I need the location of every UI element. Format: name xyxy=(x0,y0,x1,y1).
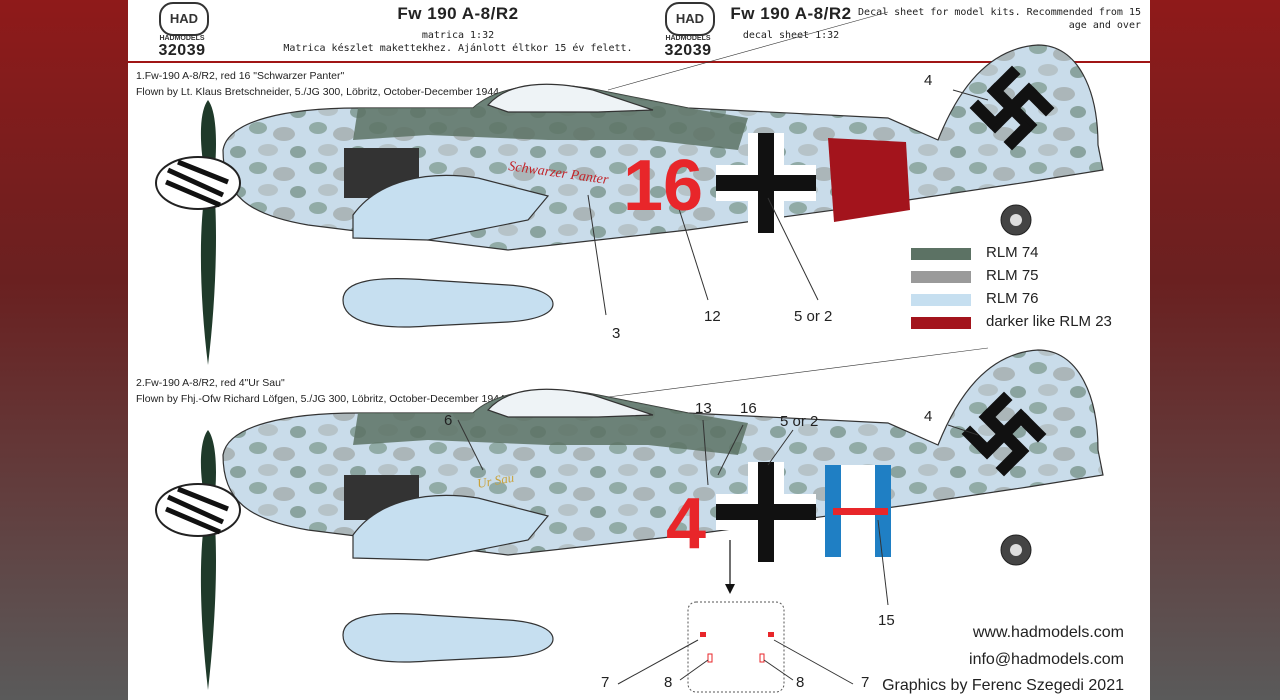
graphics-credit: Graphics by Ferenc Szegedi 2021 xyxy=(882,677,1124,694)
profile-2-pilot: Flown by Fhj.-Ofw Richard Löfgen, 5./JG … xyxy=(136,393,508,405)
header-english: Fw 190 A-8/R2 decal sheet 1:32 xyxy=(726,4,856,42)
nose-art-2: Ur Sau xyxy=(476,470,516,491)
stencil-detail-box xyxy=(687,601,785,693)
callout-8-left: 8 xyxy=(664,674,673,691)
upper-camo-2 xyxy=(353,390,748,455)
profile-2-caption: 2.Fw-190 A-8/R2, red 4"Ur Sau" Flown by … xyxy=(136,375,508,407)
legend-rlm76: RLM 76 xyxy=(911,290,1131,310)
callout-15-profile-2: 15 xyxy=(878,612,895,629)
profile-1-caption: 1.Fw-190 A-8/R2, red 16 "Schwarzer Pante… xyxy=(136,68,502,100)
wing-2 xyxy=(352,494,550,561)
fuselage-number-2: 4 xyxy=(666,484,706,564)
callout-4-profile-1: 4 xyxy=(924,72,933,89)
tail-swastika-2 xyxy=(961,391,1047,477)
legend-label: RLM 76 xyxy=(986,290,1039,307)
header-hungarian: Fw 190 A-8/R2 matrica 1:32 Matrica készl… xyxy=(278,4,638,55)
callout-3-profile-1: 3 xyxy=(612,325,621,342)
callout-16-profile-2: 16 xyxy=(740,400,757,417)
hadmodels-label-right: HADMODELS xyxy=(665,35,711,42)
balkenkreuz-1 xyxy=(716,133,816,233)
legend-label: RLM 75 xyxy=(986,267,1039,284)
decal-sheet: HAD HADMODELS 32039 Fw 190 A-8/R2 matric… xyxy=(128,0,1150,700)
callout-7-right: 7 xyxy=(861,674,870,691)
legend-swatch xyxy=(911,271,971,283)
legend-rlm75: RLM 75 xyxy=(911,267,1131,287)
legend-label: RLM 74 xyxy=(986,244,1039,261)
callout-13-profile-2: 13 xyxy=(695,400,712,417)
callout-4-profile-2: 4 xyxy=(924,408,933,425)
title-hungarian: Fw 190 A-8/R2 xyxy=(397,4,519,23)
callout-7-left: 7 xyxy=(601,674,610,691)
balkenkreuz-2 xyxy=(716,462,816,562)
title-english: Fw 190 A-8/R2 xyxy=(730,4,852,23)
propeller-2 xyxy=(200,430,216,690)
legend-swatch xyxy=(911,317,971,329)
catalog-number-left: 32039 xyxy=(158,42,206,59)
fuselage-2 xyxy=(222,349,1104,556)
header-divider xyxy=(128,61,1150,63)
callout-8-right: 8 xyxy=(796,674,805,691)
profile-1-pilot: Flown by Lt. Klaus Bretschneider, 5./JG … xyxy=(136,86,502,98)
had-logo-left: HAD xyxy=(159,2,209,36)
scale-hungarian: matrica 1:32 xyxy=(421,30,495,41)
callout-5or2-profile-1: 5 or 2 xyxy=(794,308,833,325)
catalog-number-right: 32039 xyxy=(664,42,712,59)
legend-label: darker like RLM 23 xyxy=(986,313,1112,330)
callout-12-profile-1: 12 xyxy=(704,308,721,325)
tail-swastika-1 xyxy=(969,65,1055,151)
hadmodels-label-left: HADMODELS xyxy=(159,35,205,42)
scale-english: decal sheet 1:32 xyxy=(742,30,840,41)
wing-1 xyxy=(352,174,550,241)
aircraft-profile-1 xyxy=(155,11,1104,365)
callout-5or2-profile-2: 5 or 2 xyxy=(780,413,819,430)
drop-tank-2 xyxy=(342,613,554,663)
description-hungarian: Matrica készlet makettekhez. Ajánlott él… xyxy=(283,43,633,54)
website-link[interactable]: www.hadmodels.com xyxy=(972,624,1124,641)
aircraft-profiles: 16 Schwarzer Panter xyxy=(155,11,1104,693)
canopy-2 xyxy=(486,388,654,418)
legend-rlm23: darker like RLM 23 xyxy=(911,313,1131,333)
profile-1-title: 1.Fw-190 A-8/R2, red 16 "Schwarzer Pante… xyxy=(136,70,345,82)
email-link[interactable]: info@hadmodels.com xyxy=(969,651,1124,668)
legend-swatch xyxy=(911,248,971,260)
description-english: Decal sheet for model kits. Recommended … xyxy=(858,7,1141,31)
fuselage-band-2 xyxy=(825,465,891,557)
callout-6-profile-2: 6 xyxy=(444,412,453,429)
profile-2-title: 2.Fw-190 A-8/R2, red 4"Ur Sau" xyxy=(136,377,285,389)
drop-tank-1 xyxy=(342,278,554,328)
fuselage-number-1: 16 xyxy=(623,146,703,226)
propeller-1 xyxy=(200,100,216,365)
upper-camo-1 xyxy=(353,85,748,150)
legend-rlm74: RLM 74 xyxy=(911,244,1131,264)
canopy-1 xyxy=(486,83,654,113)
had-logo-right: HAD xyxy=(665,2,715,36)
aircraft-profile-2 xyxy=(155,347,1104,693)
fuselage-band-1 xyxy=(828,138,910,222)
legend-swatch xyxy=(911,294,971,306)
